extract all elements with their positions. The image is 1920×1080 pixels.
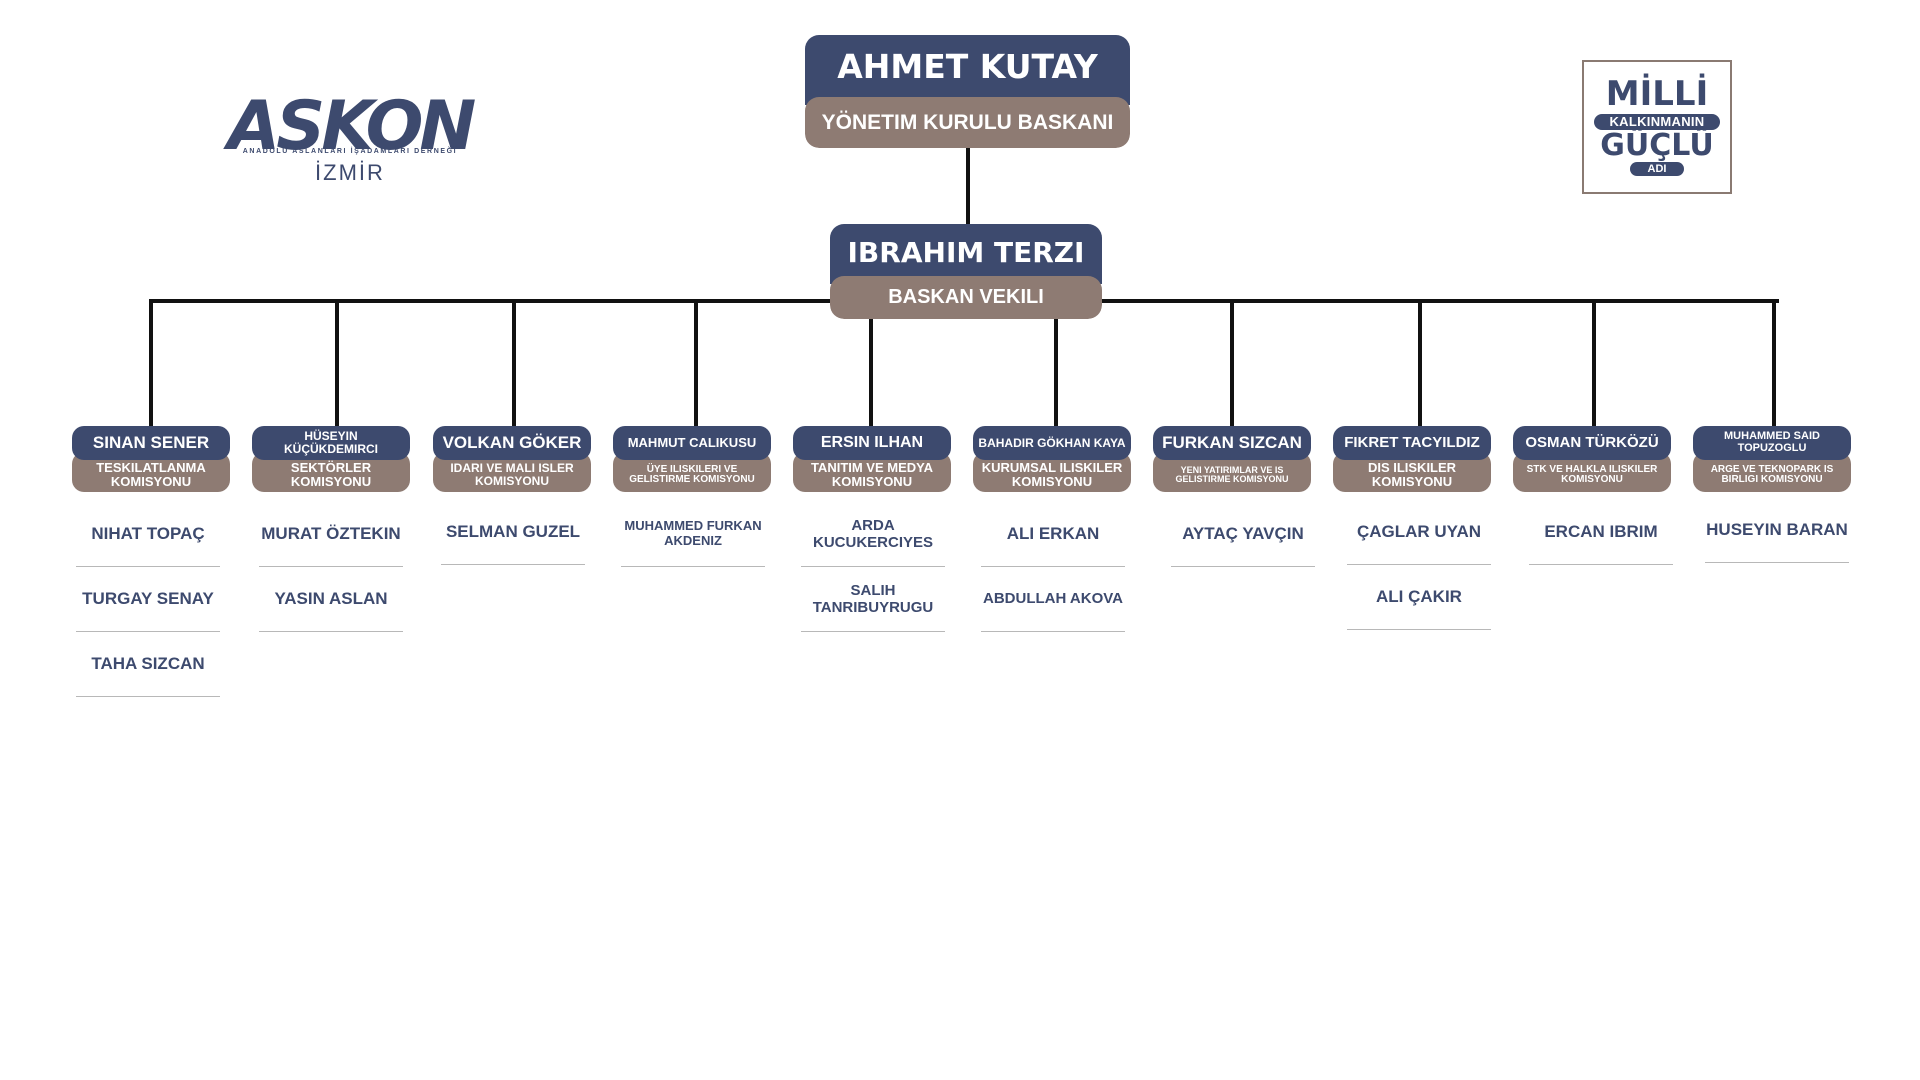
member-name: ÇAGLAR UYAN — [1347, 500, 1491, 565]
committee-box: BAHADIR GÖKHAN KAYA KURUMSAL ILISKILER K… — [973, 426, 1131, 492]
committee-head-name: SINAN SENER — [72, 426, 230, 460]
member-name: ARDA KUCUKERCIYES — [801, 502, 945, 567]
member-list: NIHAT TOPAÇ TURGAY SENAY TAHA SIZCAN — [76, 502, 220, 697]
chairman-role: YÖNETIM KURULU BASKANI — [805, 97, 1130, 148]
connector-drop — [869, 299, 873, 429]
logo-line-4: ADI — [1630, 162, 1684, 176]
chairman-name: AHMET KUTAY — [805, 35, 1130, 105]
member-name: ERCAN IBRIM — [1529, 500, 1673, 565]
connector-drop — [1230, 299, 1234, 429]
committee-head-name: ERSIN ILHAN — [793, 426, 951, 460]
member-list: MUHAMMED FURKAN AKDENIZ — [621, 502, 765, 567]
member-list: ARDA KUCUKERCIYES SALIH TANRIBUYRUGU — [801, 502, 945, 632]
member-list: ALI ERKAN ABDULLAH AKOVA — [981, 502, 1125, 632]
connector-drop — [1418, 299, 1422, 429]
committee-box: FURKAN SIZCAN YENI YATIRIMLAR VE IS GELI… — [1153, 426, 1311, 492]
connector-drop — [1054, 299, 1058, 429]
member-name: MUHAMMED FURKAN AKDENIZ — [621, 502, 765, 567]
committee-box: HÜSEYIN KÜÇÜKDEMIRCI SEKTÖRLER KOMISYONU — [252, 426, 410, 492]
member-list: SELMAN GUZEL — [441, 500, 585, 565]
committee-box: MUHAMMED SAID TOPUZOGLU ARGE VE TEKNOPAR… — [1693, 426, 1851, 492]
committee-box: ERSIN ILHAN TANITIM VE MEDYA KOMISYONU — [793, 426, 951, 492]
member-name: ALI ERKAN — [981, 502, 1125, 567]
committee-head-name: HÜSEYIN KÜÇÜKDEMIRCI — [252, 426, 410, 460]
logo-line-1: MİLLİ — [1605, 74, 1709, 114]
member-list: HUSEYIN BARAN — [1705, 498, 1849, 563]
connector-drop — [694, 299, 698, 429]
committee-head-name: MUHAMMED SAID TOPUZOGLU — [1693, 426, 1851, 460]
connector-drop — [512, 299, 516, 429]
askon-wordmark: ASKON — [227, 87, 477, 166]
committee-head-name: VOLKAN GÖKER — [433, 426, 591, 460]
member-list: AYTAÇ YAVÇIN — [1171, 502, 1315, 567]
connector-chairman-vice — [966, 148, 970, 226]
askon-logo: ASKON ANADOLU ASLANLARI İŞADAMLARI DERNE… — [225, 87, 477, 192]
connector-drop — [335, 299, 339, 429]
committee-box: VOLKAN GÖKER IDARI VE MALI ISLER KOMISYO… — [433, 426, 591, 492]
member-name: NIHAT TOPAÇ — [76, 502, 220, 567]
logo-frame — [1582, 60, 1732, 194]
member-name: MURAT ÖZTEKIN — [259, 502, 403, 567]
committee-box: MAHMUT CALIKUSU ÜYE ILISKILERI VE GELIST… — [613, 426, 771, 492]
committee-head-name: FIKRET TACYILDIZ — [1333, 426, 1491, 460]
member-name: ALI ÇAKIR — [1347, 565, 1491, 630]
vice-chairman-box: IBRAHIM TERZI BASKAN VEKILI — [830, 224, 1102, 319]
member-list: MURAT ÖZTEKIN YASIN ASLAN — [259, 502, 403, 632]
member-name: ABDULLAH AKOVA — [981, 567, 1125, 632]
committee-box: OSMAN TÜRKÖZÜ STK VE HALKLA ILISKILER KO… — [1513, 426, 1671, 492]
committee-box: SINAN SENER TESKILATLANMA KOMISYONU — [72, 426, 230, 492]
vice-chairman-name: IBRAHIM TERZI — [830, 224, 1102, 284]
connector-drop — [149, 299, 153, 429]
member-name: TURGAY SENAY — [76, 567, 220, 632]
chairman-box: AHMET KUTAY YÖNETIM KURULU BASKANI — [805, 35, 1130, 148]
askon-city: İZMİR — [315, 160, 385, 185]
member-name: SALIH TANRIBUYRUGU — [801, 567, 945, 632]
member-list: ÇAGLAR UYAN ALI ÇAKIR — [1347, 500, 1491, 630]
committee-head-name: BAHADIR GÖKHAN KAYA — [973, 426, 1131, 460]
vice-chairman-role: BASKAN VEKILI — [830, 276, 1102, 319]
member-name: HUSEYIN BARAN — [1705, 498, 1849, 563]
member-name: SELMAN GUZEL — [441, 500, 585, 565]
connector-drop — [1592, 299, 1596, 429]
committee-head-name: FURKAN SIZCAN — [1153, 426, 1311, 460]
member-list: ERCAN IBRIM — [1529, 500, 1673, 565]
member-name: YASIN ASLAN — [259, 567, 403, 632]
logo-line-3: GÜÇLÜ — [1600, 128, 1714, 163]
askon-tagline: ANADOLU ASLANLARI İŞADAMLARI DERNEĞİ — [242, 148, 458, 155]
milli-kalkinma-logo: MİLLİ KALKINMANIN GÜÇLÜ ADI — [1582, 60, 1732, 196]
connector-drop — [1772, 299, 1776, 429]
logo-line-2: KALKINMANIN — [1594, 114, 1720, 130]
committee-box: FIKRET TACYILDIZ DIS ILISKILER KOMISYONU — [1333, 426, 1491, 492]
member-name: AYTAÇ YAVÇIN — [1171, 502, 1315, 567]
committee-head-name: OSMAN TÜRKÖZÜ — [1513, 426, 1671, 460]
member-name: TAHA SIZCAN — [76, 632, 220, 697]
committee-head-name: MAHMUT CALIKUSU — [613, 426, 771, 460]
